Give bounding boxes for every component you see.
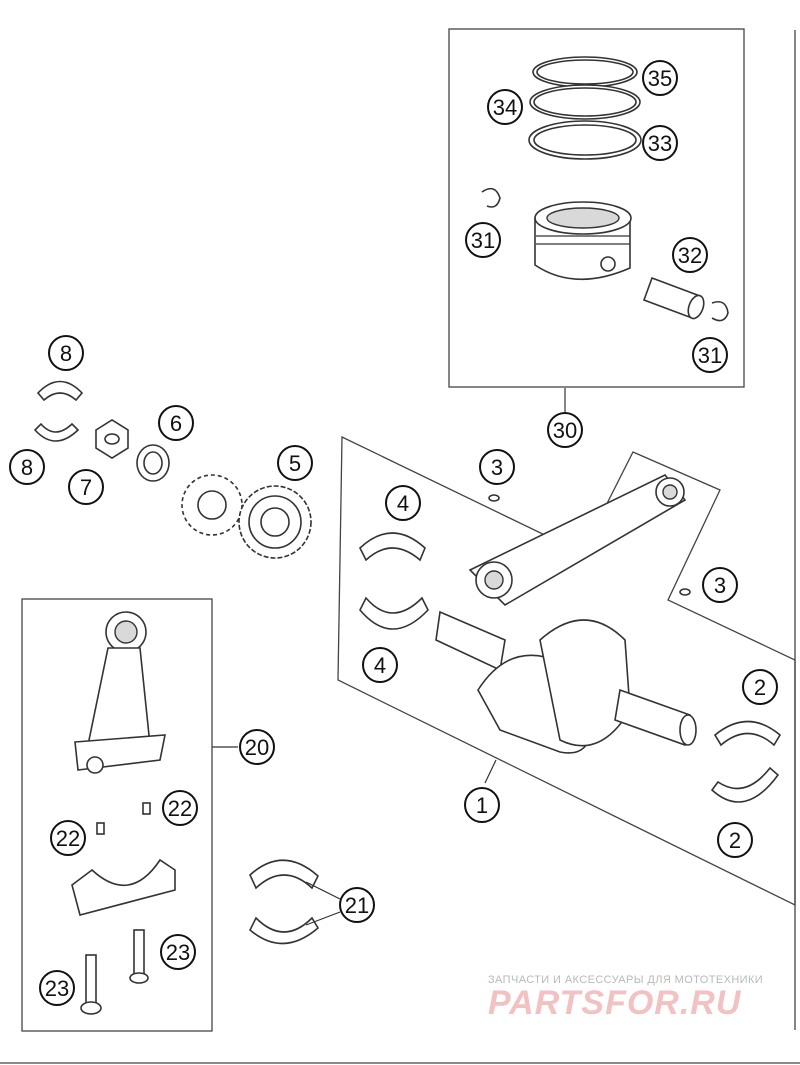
callout-5: 5 [277, 445, 313, 481]
piston-pin-32 [642, 276, 705, 320]
svg-text:34: 34 [493, 95, 517, 120]
pin-3-right [679, 588, 691, 596]
watermark-subtitle: ЗАПЧАСТИ И АКСЕССУАРЫ ДЛЯ МОТОТЕХНИКИ [488, 974, 764, 986]
piston-ring-34 [529, 84, 641, 120]
rod-bolt-23-left [80, 954, 102, 1015]
callout-3-right: 3 [702, 567, 738, 603]
piston-group-frame [448, 28, 745, 388]
callout-3-top: 3 [479, 449, 515, 485]
callout-1: 1 [464, 787, 500, 823]
svg-text:4: 4 [374, 653, 386, 678]
callout-23-right: 23 [160, 934, 196, 970]
bearing-shell-4-upper [359, 532, 426, 562]
piston [534, 201, 632, 281]
callout-30: 30 [547, 412, 583, 448]
callout-2-bottom: 2 [717, 822, 753, 858]
svg-text:8: 8 [21, 455, 33, 480]
callout-21: 21 [339, 887, 375, 923]
callout-33: 33 [642, 125, 678, 161]
callout-8-top: 8 [48, 335, 84, 371]
svg-text:22: 22 [168, 796, 192, 821]
callout-7: 7 [68, 469, 104, 505]
rod-bolt-23-right [129, 929, 149, 984]
watermark-brand-logo: PARTSFOR.RU [488, 984, 742, 1022]
callout-23-left: 23 [39, 970, 75, 1006]
conrod-group-frame [21, 598, 213, 1032]
bearing-shell-2-lower [710, 766, 780, 803]
callout-6: 6 [158, 405, 194, 441]
callout-31-top: 31 [465, 222, 501, 258]
washer-6 [136, 444, 170, 482]
callout-2-top: 2 [742, 669, 778, 705]
dowel-22-right [142, 802, 151, 815]
callout-32: 32 [672, 237, 708, 273]
bearing-shell-4-lower [359, 596, 429, 630]
svg-text:23: 23 [45, 976, 69, 1001]
leader-21a [305, 881, 341, 900]
crankshaft [435, 474, 697, 754]
leader-1 [484, 759, 497, 784]
svg-text:3: 3 [714, 573, 726, 598]
svg-text:8: 8 [60, 341, 72, 366]
svg-text:35: 35 [648, 66, 672, 91]
svg-text:21: 21 [345, 893, 369, 918]
sprocket-5a [181, 474, 243, 536]
callout-35: 35 [642, 60, 678, 96]
svg-text:20: 20 [245, 735, 269, 760]
dowel-22-left [96, 822, 105, 835]
svg-text:23: 23 [166, 940, 190, 965]
bearing-shell-8-upper [36, 380, 84, 402]
svg-text:2: 2 [729, 828, 741, 853]
hex-nut-7 [95, 419, 129, 459]
callout-4-top: 4 [385, 485, 421, 521]
svg-text:5: 5 [289, 451, 301, 476]
callout-22-right: 22 [162, 790, 198, 826]
bearing-shell-8-lower [33, 422, 80, 442]
svg-text:6: 6 [170, 411, 182, 436]
pin-3-upper [488, 494, 500, 502]
bearing-shell-21-upper [249, 859, 319, 890]
callout-20: 20 [239, 729, 275, 765]
piston-ring-33 [528, 120, 642, 160]
callout-8-bottom: 8 [9, 449, 45, 485]
svg-text:3: 3 [491, 455, 503, 480]
callout-31-bottom: 31 [692, 337, 728, 373]
circlip-31-top [481, 187, 501, 208]
svg-text:4: 4 [397, 491, 409, 516]
connecting-rod-20 [74, 611, 166, 774]
svg-text:31: 31 [698, 343, 722, 368]
svg-text:31: 31 [471, 228, 495, 253]
piston-ring-35 [532, 56, 638, 88]
circlip-31-bottom [711, 300, 729, 322]
rod-cap [71, 858, 176, 916]
bearing-shell-21-lower [249, 916, 320, 945]
leader-21b [305, 911, 341, 926]
gear-5 [238, 485, 312, 559]
bearing-shell-2-upper [713, 720, 782, 747]
callout-4-bottom: 4 [362, 647, 398, 683]
svg-text:2: 2 [754, 675, 766, 700]
svg-text:1: 1 [476, 793, 488, 818]
callout-34: 34 [487, 89, 523, 125]
callout-22-left: 22 [50, 820, 86, 856]
svg-text:7: 7 [80, 475, 92, 500]
svg-text:33: 33 [648, 131, 672, 156]
svg-text:22: 22 [56, 826, 80, 851]
svg-text:32: 32 [678, 243, 702, 268]
svg-text:30: 30 [553, 418, 577, 443]
